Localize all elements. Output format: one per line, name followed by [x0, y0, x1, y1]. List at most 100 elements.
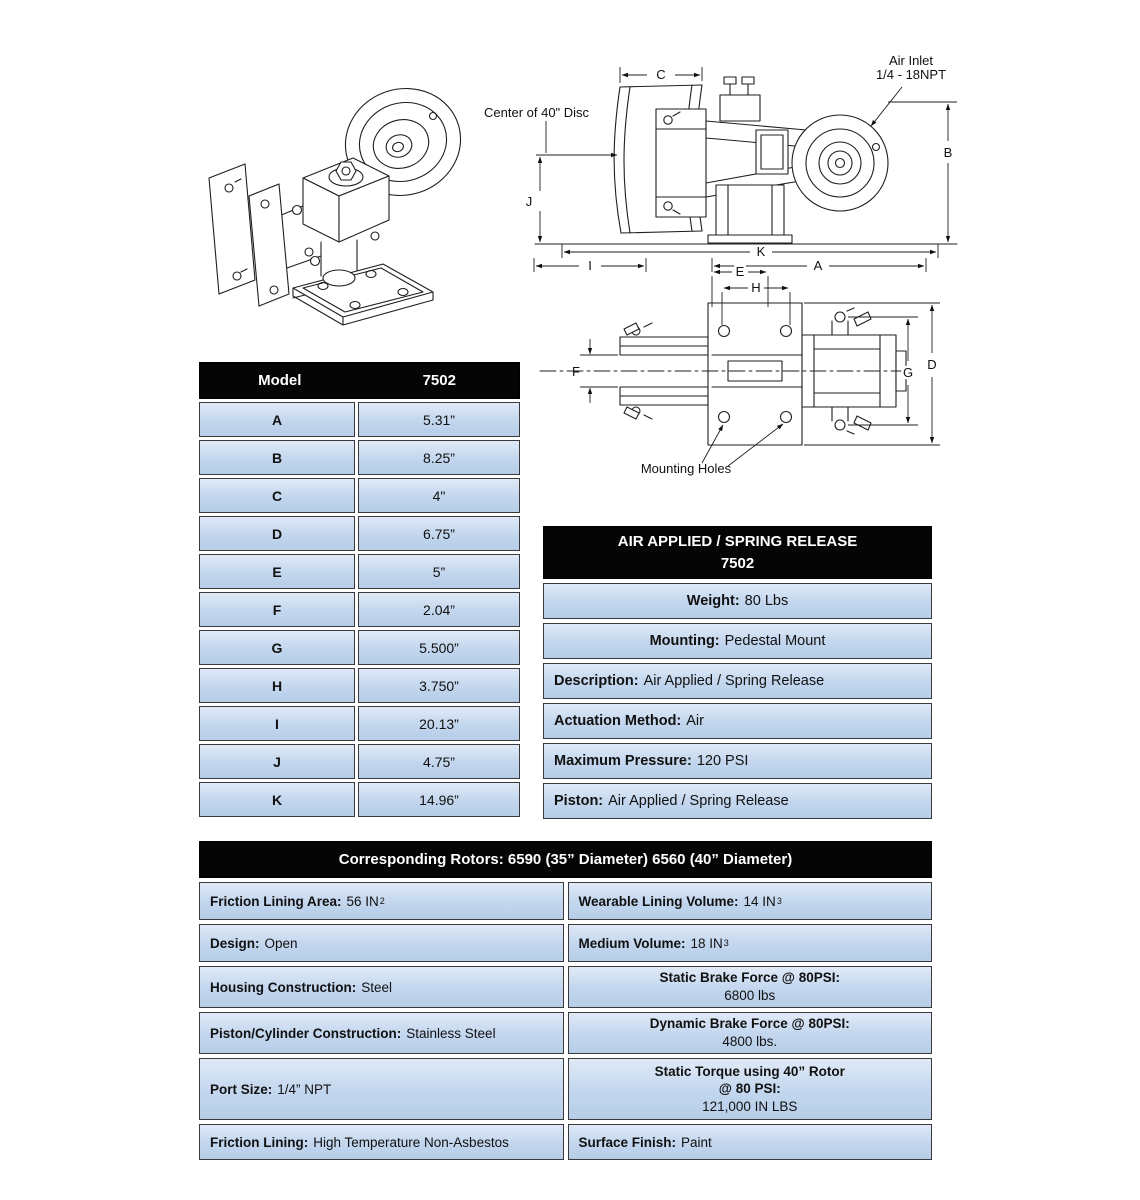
dim-label: C — [199, 478, 355, 513]
dimension-table-model-label: Model — [258, 372, 302, 389]
dim-label-d: D — [927, 357, 936, 372]
dim-row-a: A 5.31” — [199, 402, 520, 437]
spec-label: Maximum Pressure: — [554, 753, 692, 769]
dim-label-e: E — [736, 264, 745, 279]
dim-label: J — [199, 744, 355, 779]
spec-value: 80 Lbs — [744, 593, 789, 609]
iso-brake-pads — [208, 163, 290, 307]
dim-value: 2.04” — [358, 592, 520, 627]
rotor-table: Corresponding Rotors: 6590 (35” Diameter… — [199, 841, 932, 1160]
spec-table: AIR APPLIED / SPRING RELEASE 7502 Weight… — [543, 526, 932, 819]
dim-row-e: E 5” — [199, 554, 520, 589]
dim-value: 14.96” — [358, 782, 520, 817]
spec-value: Air Applied / Spring Release — [643, 673, 825, 689]
spec-table-title: AIR APPLIED / SPRING RELEASE — [617, 532, 858, 550]
spec-value: Air — [686, 713, 704, 729]
cell-label: Surface Finish: — [578, 1134, 677, 1150]
cell-sup: 2 — [379, 896, 385, 906]
dim-row-i: I 20.13” — [199, 706, 520, 741]
top-view-assembly — [619, 302, 907, 446]
spec-value: 120 PSI — [696, 753, 749, 769]
cell-label: Static Torque using 40” Rotor — [654, 1063, 845, 1079]
dim-label: F — [199, 592, 355, 627]
dim-label-c: C — [656, 67, 665, 82]
cell-label: Medium Volume: — [578, 935, 686, 951]
rotor-cell-friction-lining: Friction Lining: High Temperature Non-As… — [199, 1124, 564, 1160]
dim-value: 4.75” — [358, 744, 520, 779]
spec-table-model: 7502 — [720, 554, 755, 572]
cell-label: Housing Construction: — [210, 979, 357, 995]
dim-label-j: J — [526, 194, 533, 209]
dim-row-f: F 2.04” — [199, 592, 520, 627]
dim-label-b: B — [944, 145, 953, 160]
dim-row-b: B 8.25” — [199, 440, 520, 475]
rotor-cell-static-brake-force: Static Brake Force @ 80PSI: 6800 lbs — [567, 966, 932, 1008]
dim-row-d: D 6.75” — [199, 516, 520, 551]
cell-sup: 3 — [723, 938, 729, 948]
dim-value: 4" — [358, 478, 520, 513]
cell-label: Friction Lining Area: — [210, 893, 342, 909]
rotor-cell-design: Design: Open — [199, 924, 564, 962]
cell-value: High Temperature Non-Asbestos — [313, 1134, 509, 1150]
rotor-cell-surface-finish: Surface Finish: Paint — [567, 1124, 932, 1160]
dim-label-g: G — [903, 365, 913, 380]
dim-label: E — [199, 554, 355, 589]
rotor-cell-housing-construction: Housing Construction: Steel — [199, 966, 564, 1008]
spec-row-description: Description: Air Applied / Spring Releas… — [543, 663, 932, 699]
cell-value: 18 IN — [690, 935, 723, 951]
iso-base-plate — [292, 263, 434, 326]
dimension-lines — [533, 67, 957, 467]
cell-label: Design: — [210, 935, 260, 951]
cell-value: 6800 lbs — [724, 988, 776, 1003]
dim-label: H — [199, 668, 355, 703]
front-view-pedestal — [534, 184, 958, 245]
spec-row-weight: Weight: 80 Lbs — [543, 583, 932, 619]
label-air-inlet-line2: 1/4 - 18NPT — [876, 67, 946, 82]
cell-label: Wearable Lining Volume: — [578, 893, 739, 909]
cell-label: Port Size: — [210, 1081, 273, 1097]
spec-table-header: AIR APPLIED / SPRING RELEASE 7502 — [543, 526, 932, 579]
dim-value: 5” — [358, 554, 520, 589]
cell-value: 56 IN — [346, 893, 379, 909]
drawing-labels: Center of 40" Disc Air Inlet 1/4 - 18NPT… — [484, 53, 955, 476]
spec-row-piston: Piston: Air Applied / Spring Release — [543, 783, 932, 819]
label-center-of-disc: Center of 40" Disc — [484, 105, 590, 120]
rotor-cell-port-size: Port Size: 1/4” NPT — [199, 1058, 564, 1120]
orthographic-views-drawing: Center of 40" Disc Air Inlet 1/4 - 18NPT… — [484, 53, 958, 476]
spec-label: Piston: — [554, 793, 604, 809]
dim-label-h: H — [751, 280, 760, 295]
dimension-table-header: Model 7502 — [199, 362, 520, 399]
cell-sup: 3 — [776, 896, 782, 906]
dim-value: 3.750” — [358, 668, 520, 703]
dim-label: K — [199, 782, 355, 817]
spec-label: Weight: — [686, 593, 740, 609]
dim-row-c: C 4" — [199, 478, 520, 513]
cell-value: 4800 lbs. — [722, 1034, 778, 1049]
cell-value: 1/4” NPT — [277, 1081, 332, 1097]
cell-label-line2: @ 80 PSI: — [718, 1081, 781, 1097]
isometric-brake-drawing — [208, 87, 462, 326]
iso-pedestal-post — [320, 239, 358, 277]
cell-value: 14 IN — [743, 893, 776, 909]
label-air-inlet-line1: Air Inlet — [889, 53, 933, 68]
spec-label: Description: — [554, 673, 639, 689]
dim-row-h: H 3.750” — [199, 668, 520, 703]
spec-label: Mounting: — [649, 633, 720, 649]
dim-label: D — [199, 516, 355, 551]
rotor-cell-piston-cylinder-construction: Piston/Cylinder Construction: Stainless … — [199, 1012, 564, 1054]
iso-housing — [302, 157, 390, 257]
rotor-cell-static-torque: Static Torque using 40” Rotor @ 80 PSI: … — [567, 1058, 932, 1120]
spec-row-max-pressure: Maximum Pressure: 120 PSI — [543, 743, 932, 779]
dim-label: I — [199, 706, 355, 741]
cell-label: Friction Lining: — [210, 1134, 309, 1150]
cell-label: Piston/Cylinder Construction: — [210, 1025, 402, 1041]
spec-label: Actuation Method: — [554, 713, 682, 729]
dim-label-a: A — [814, 258, 823, 273]
dim-label-i: I — [588, 258, 592, 273]
cell-value: Steel — [361, 979, 393, 995]
